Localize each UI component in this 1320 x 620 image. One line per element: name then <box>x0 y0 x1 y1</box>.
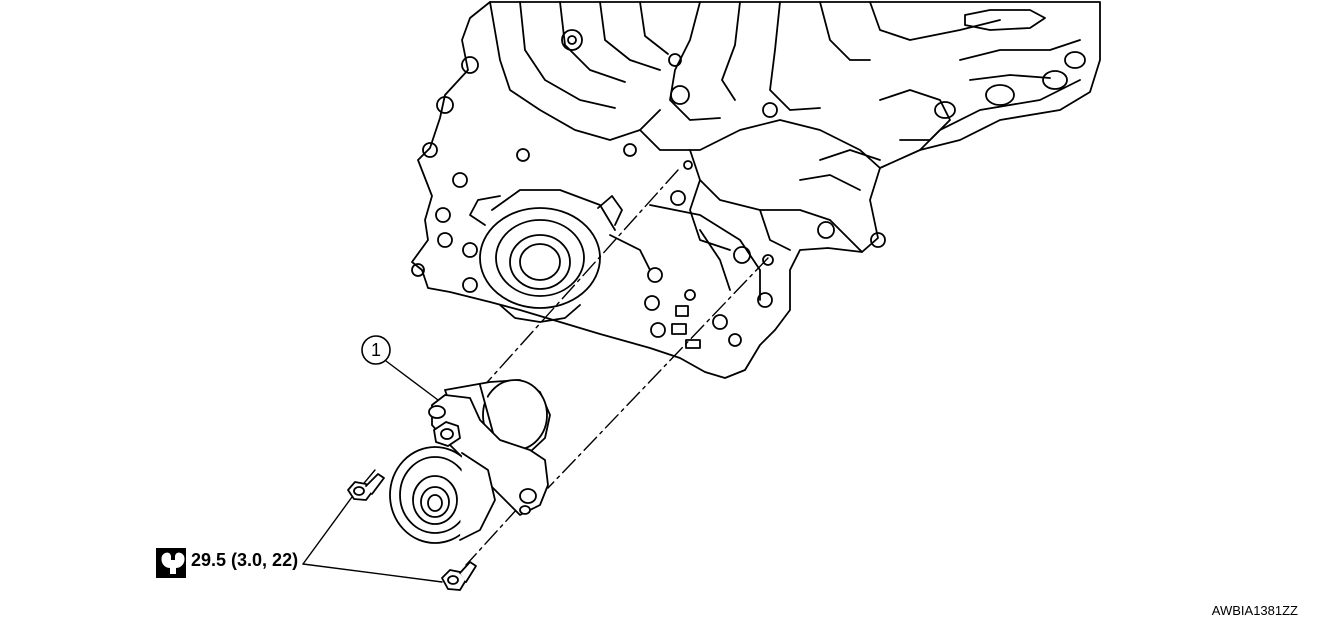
crank-seal-opening <box>469 189 623 323</box>
engine-front-cover <box>411 1 1101 379</box>
torque-leader-lines <box>302 496 443 583</box>
tensioner-bolt-lower <box>441 561 477 591</box>
torque-wrench-icon <box>156 548 186 578</box>
callout-number: 1 <box>370 340 381 360</box>
tensioner-bolt-upper <box>347 473 385 501</box>
alignment-lines <box>359 169 769 566</box>
drive-belt-auto-tensioner <box>389 379 551 544</box>
callout-1-marker <box>361 335 439 401</box>
figure-id-label: AWBIA1381ZZ <box>1211 603 1298 618</box>
torque-value-label: 29.5 (3.0, 22) <box>191 550 299 570</box>
